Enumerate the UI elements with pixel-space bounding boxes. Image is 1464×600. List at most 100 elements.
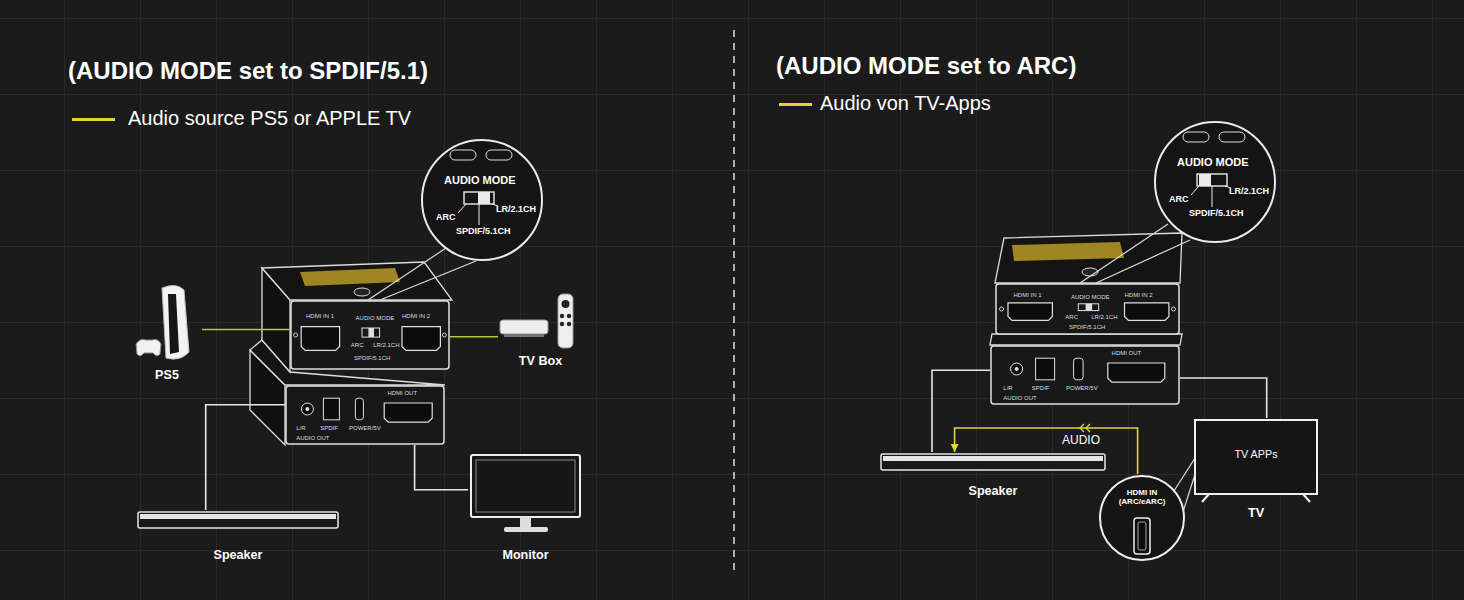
rect-part [471, 455, 580, 517]
soundbar: Speaker [137, 510, 339, 570]
logo-band [300, 268, 400, 286]
port-label: LR/2.1CH [1091, 314, 1117, 321]
rect-part [1036, 358, 1055, 380]
path-part [162, 285, 189, 359]
port-label: HDMI IN 1 [1014, 292, 1042, 299]
circle-part [294, 333, 298, 337]
rect-part [500, 320, 548, 334]
port-label: HDMI OUT [387, 390, 417, 397]
port-label: L/R [296, 425, 305, 432]
console-icon: PS5 [132, 282, 202, 390]
rect-part [478, 192, 490, 204]
port-label: L/R [1003, 385, 1012, 392]
rect-part [140, 514, 336, 519]
rect-part [881, 454, 1105, 470]
port-label: AUDIO OUT [1003, 395, 1036, 402]
node-label: LR/2.1CH [496, 204, 536, 214]
rect-part [1074, 358, 1084, 380]
node-label: TV Box [498, 354, 583, 368]
hdmi-switch: HDMI IN 1AUDIO MODEHDMI IN 2ARCLR/2.1CHS… [290, 300, 450, 370]
rect-part [504, 334, 544, 337]
rect-part [368, 328, 374, 337]
tv-icon: TV APPsTV [1193, 418, 1319, 526]
circle-part [567, 322, 571, 326]
line-part [1303, 494, 1310, 502]
rect-part [883, 456, 1103, 461]
circle-part [1015, 367, 1019, 371]
port-callout-shape [1098, 474, 1186, 562]
port-callout: HDMI IN (ARC/eARC) [1098, 474, 1186, 562]
signal-wire [206, 405, 285, 510]
legend-swatch [779, 103, 812, 106]
port-label: AUDIO OUT [296, 435, 329, 442]
port-label: LR/2.1CH [373, 342, 399, 349]
wire-label: AUDIO [1060, 434, 1102, 448]
divider [733, 30, 735, 570]
port-label: ARC [351, 342, 364, 349]
node-label: SPDIF/5.1CH [456, 226, 511, 236]
circle-part [301, 403, 313, 415]
path-part [136, 340, 161, 356]
logo-band [1012, 242, 1124, 261]
audio-extractor: L/RSPDIFPOWER/5VHDMI OUTAUDIO OUT [285, 385, 445, 445]
zoom-callout: AUDIO MODEARCLR/2.1CHSPDIF/5.1CH [420, 138, 544, 262]
line-part [458, 204, 466, 213]
circle-part [305, 407, 309, 411]
line-part [479, 204, 480, 225]
circle-part [1100, 476, 1184, 560]
circle-part [562, 300, 570, 308]
rect-part [486, 150, 512, 160]
switch-button [354, 288, 370, 296]
rect-part [1078, 304, 1098, 311]
circle-part [1155, 122, 1275, 242]
port-label: POWER/5V [349, 425, 381, 432]
node-label: ARC [436, 212, 456, 222]
switch-top [995, 233, 1182, 283]
extractor-top [990, 334, 1182, 345]
rect-part [291, 301, 449, 369]
rect-part [991, 346, 1179, 404]
node-label: PS5 [132, 368, 202, 382]
node-label: ARC [1169, 194, 1189, 204]
zoom-callout-shape [420, 138, 544, 262]
port-label: SPDIF [1032, 385, 1050, 392]
port-leader [1172, 455, 1197, 494]
callout-leader [380, 261, 476, 300]
panel-heading: (AUDIO MODE set to SPDIF/5.1) [68, 57, 428, 85]
path-part [1008, 303, 1052, 321]
rect-part [355, 398, 363, 420]
hdmi-switch: HDMI IN 1AUDIO MODEHDMI IN 2ARCLR/2.1CHS… [995, 283, 1180, 335]
rect-part [286, 386, 444, 444]
port-label: SPDIF/5.1CH [1069, 324, 1105, 331]
callout-leader [1096, 240, 1190, 283]
path-part [168, 294, 179, 354]
legend-label: Audio source PS5 or APPLE TV [128, 107, 411, 130]
signal-wire [202, 329, 290, 331]
circle-part [1172, 307, 1176, 311]
rect-part [558, 294, 573, 348]
callout-title: AUDIO MODE [1177, 156, 1249, 169]
port-label: AUDIO MODE [1071, 294, 1110, 301]
signal-wire [932, 370, 990, 452]
line-part [1191, 186, 1199, 195]
legend-label: Audio von TV-Apps [820, 92, 991, 115]
port-label: HDMI OUT [1112, 350, 1142, 357]
node-label: Speaker [880, 484, 1106, 498]
port-label: POWER/5V [1066, 385, 1098, 392]
circle-part [442, 333, 446, 337]
rect-part [450, 150, 476, 160]
rect-part [1199, 174, 1211, 186]
rect-part [323, 398, 339, 420]
port-label: ARC [1065, 314, 1078, 321]
soundbar: Speaker [880, 452, 1106, 504]
port-label: HDMI IN 1 [306, 313, 334, 320]
node-label: Speaker [137, 548, 339, 562]
panel-heading: (AUDIO MODE set to ARC) [776, 52, 1076, 80]
rect-part [362, 328, 380, 337]
rect-part [504, 527, 548, 532]
signal-wire [1180, 378, 1267, 418]
signal-wire [415, 445, 468, 490]
